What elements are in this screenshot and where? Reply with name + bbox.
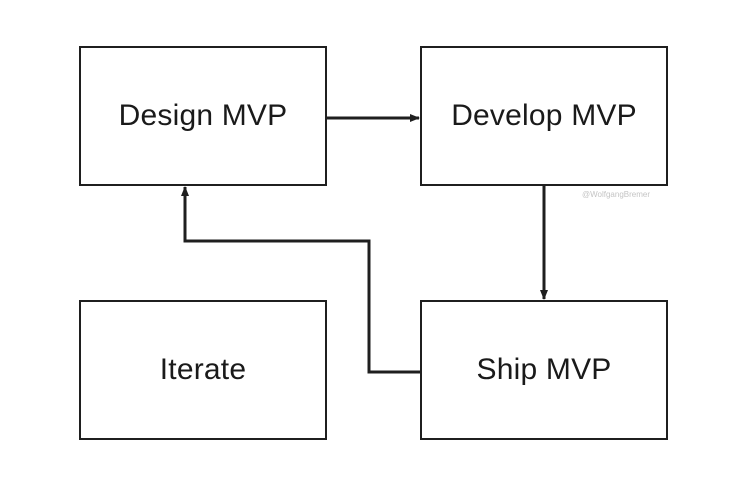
node-design-mvp-label: Design MVP [118,99,288,132]
node-design-mvp: Design MVP [79,46,327,186]
node-iterate: Iterate [79,300,327,440]
node-develop-mvp: Develop MVP [420,46,668,186]
arrow-ship-to-design [181,186,420,374]
node-develop-mvp-label: Develop MVP [451,99,637,132]
node-ship-mvp: Ship MVP [420,300,668,440]
watermark: @WolfgangBremer [582,190,650,199]
node-ship-mvp-label: Ship MVP [476,353,612,386]
node-iterate-label: Iterate [159,353,247,386]
